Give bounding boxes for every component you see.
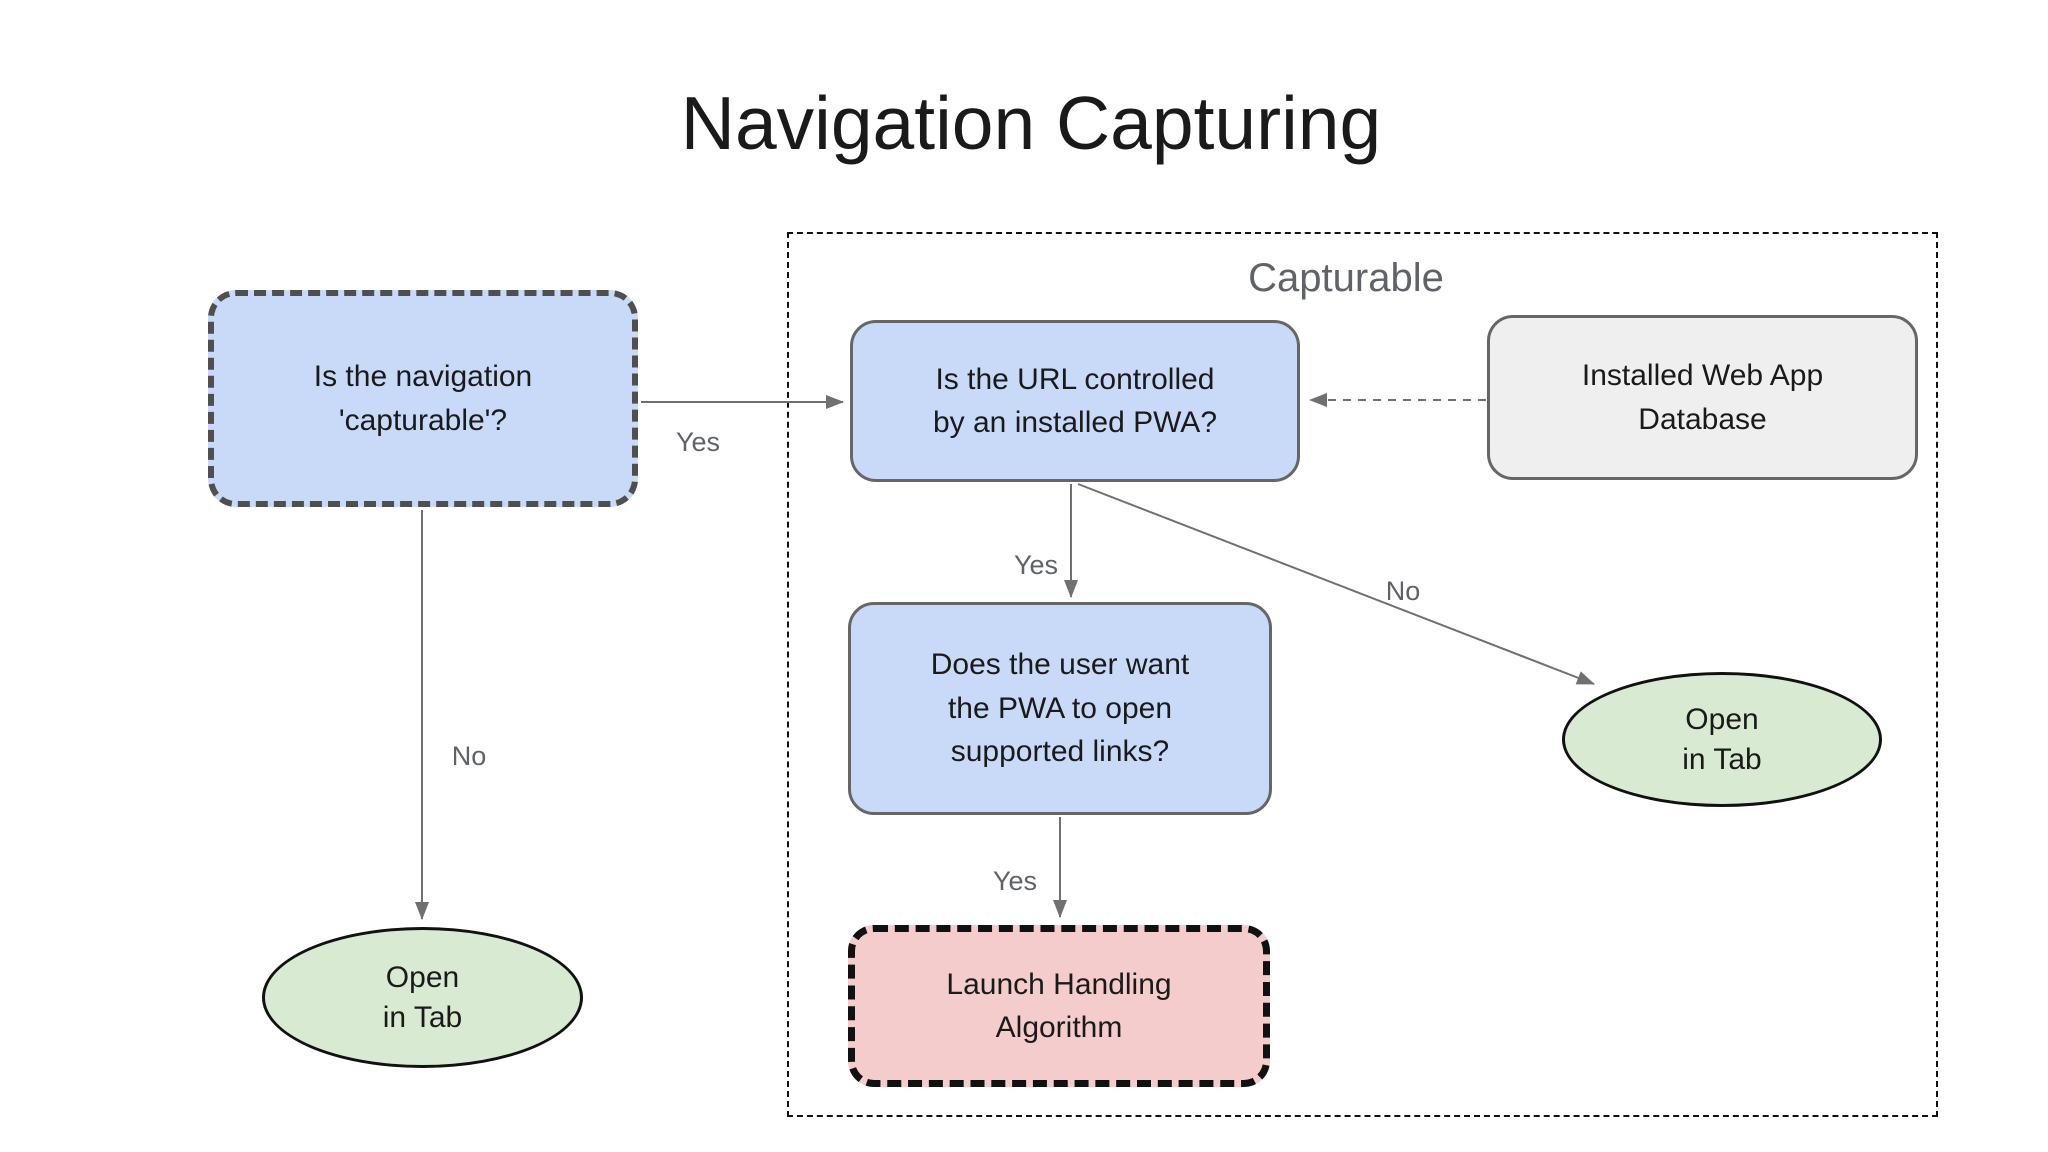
node-launch-handling-algorithm-text: Launch Handling Algorithm [946,967,1172,1045]
node-is-url-controlled-text: Is the URL controlled by an installed PW… [932,362,1218,440]
node-launch-handling-algorithm: Launch Handling Algorithm [848,925,1270,1087]
node-is-navigation-capturable-text: Is the navigation 'capturable'? [313,360,533,437]
diagram-title: Navigation Capturing [680,81,1382,165]
node-open-in-tab-left: Open in Tab [262,927,583,1068]
capturable-group-label: Capturable [1248,256,1444,300]
node-open-in-tab-right: Open in Tab [1562,672,1882,807]
node-installed-web-app-database: Installed Web App Database [1487,315,1918,480]
node-is-navigation-capturable: Is the navigation 'capturable'? [208,290,638,507]
node-does-user-want-text: Does the user want the PWA to open suppo… [930,648,1190,769]
edge-label-user-yes: Yes [992,866,1038,896]
node-open-in-tab-right-text: Open in Tab [1682,702,1762,776]
edge-label-url-yes: Yes [1013,550,1059,580]
node-is-url-controlled: Is the URL controlled by an installed PW… [850,320,1300,482]
edge-label-url-no: No [1385,576,1421,606]
node-open-in-tab-left-text: Open in Tab [382,960,463,1034]
edge-label-capturable-yes: Yes [675,427,721,457]
node-installed-web-app-database-text: Installed Web App Database [1581,359,1824,436]
node-does-user-want: Does the user want the PWA to open suppo… [848,602,1272,815]
capturable-group-frame [787,232,1938,1117]
edge-label-capturable-no: No [451,741,487,771]
